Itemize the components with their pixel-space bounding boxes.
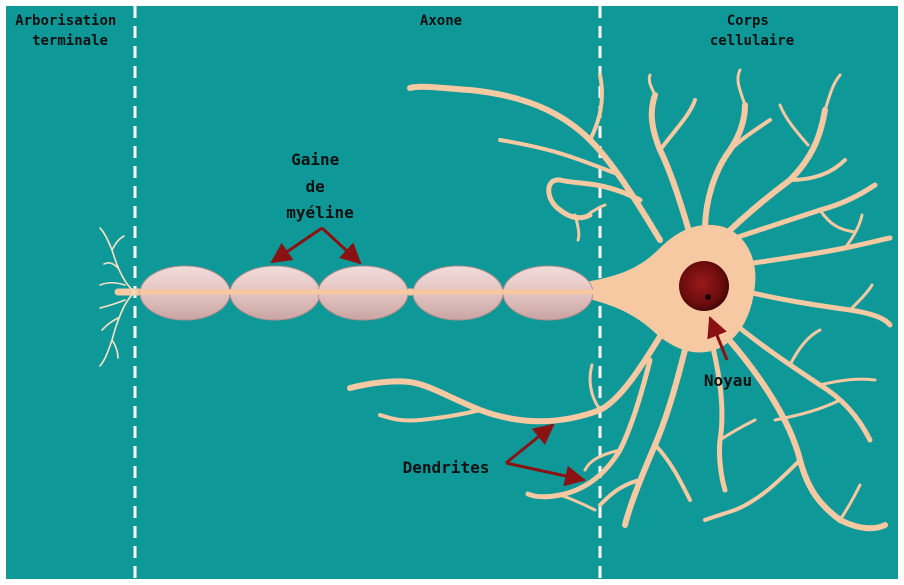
nucleus	[679, 261, 729, 311]
region-label-axon: Axone	[420, 13, 462, 29]
label-nucleus: Noyau	[704, 371, 752, 390]
nucleolus	[705, 294, 711, 300]
label-dendrites: Dendrites	[403, 458, 490, 477]
